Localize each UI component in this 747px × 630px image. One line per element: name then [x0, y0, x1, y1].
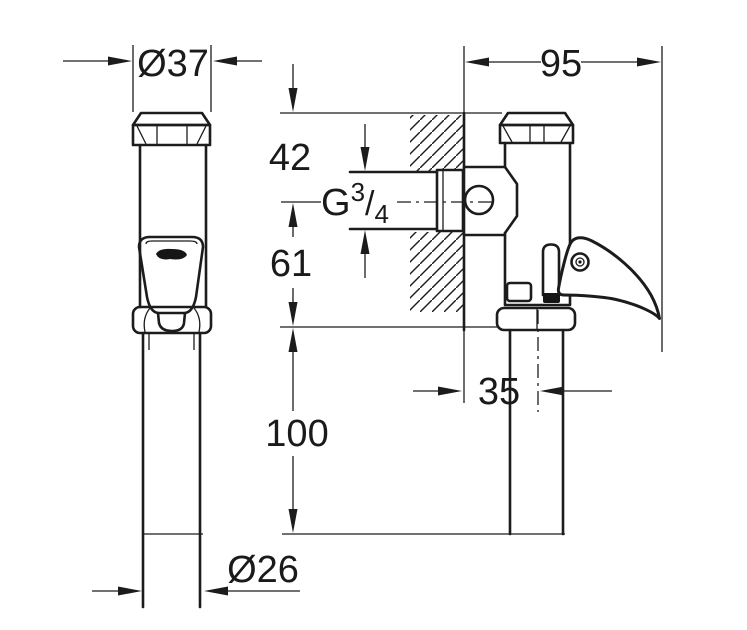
front-view	[131, 111, 213, 609]
wall-section	[410, 111, 466, 332]
arrow-up-icon	[288, 328, 298, 352]
wall-hatch-upper	[410, 115, 464, 172]
lever-screw-center	[578, 260, 582, 264]
side-cap-facets	[502, 125, 571, 143]
dim-cap-diameter-label: Ø37	[137, 43, 209, 85]
dim-inlet-to-base-label: 61	[270, 243, 312, 285]
stop-screw-detail	[505, 281, 533, 303]
wall-hatch-lower	[410, 232, 464, 312]
brand-logo-mark	[156, 248, 187, 260]
front-base-nut-facets	[143, 307, 201, 333]
front-push-plate-inner	[145, 240, 198, 245]
inlet-pipe	[348, 170, 439, 231]
side-body	[503, 141, 572, 307]
front-cap-band	[131, 123, 212, 147]
front-flush-pipe-inner	[148, 333, 195, 350]
side-cap-band	[498, 123, 575, 145]
side-base-nut	[495, 306, 577, 332]
front-cap-top	[131, 111, 212, 127]
arrow-up-icon	[288, 203, 298, 227]
arrow-right-icon	[637, 57, 661, 67]
lever-pivot-slot	[543, 293, 560, 303]
front-base-nut	[131, 305, 213, 335]
arrow-down-icon	[288, 302, 298, 326]
arrow-up-icon	[360, 230, 370, 254]
arrow-down-icon	[288, 88, 298, 112]
side-cap-top	[498, 111, 575, 127]
front-plate-tongue	[156, 311, 187, 333]
arrow-right-icon	[118, 586, 142, 596]
dim-depth-label: 95	[540, 43, 582, 85]
front-cap-facets	[136, 125, 207, 145]
arrow-left-icon	[213, 56, 237, 66]
arrow-right-icon	[438, 386, 462, 396]
dim-top-to-inlet-label: 42	[269, 137, 311, 179]
front-flush-pipe	[141, 331, 202, 609]
arrow-left-icon	[465, 57, 489, 67]
side-view	[348, 111, 661, 536]
lever-mount-arm	[541, 243, 561, 297]
dim-thread-label: G3/4	[321, 177, 389, 229]
front-body	[138, 143, 208, 309]
flush-lever	[556, 236, 661, 320]
arrow-right-icon	[108, 56, 132, 66]
ext-cap-diameter	[132, 45, 212, 112]
arrow-left-icon	[204, 586, 228, 596]
dim-pipe-length-label: 100	[265, 413, 328, 455]
dim-offset-label: 35	[478, 371, 520, 413]
arrow-left-icon	[540, 386, 564, 396]
inlet-nut	[435, 168, 465, 233]
inlet-flange	[462, 165, 519, 237]
arrow-down-icon	[360, 147, 370, 171]
inlet-port-circle	[463, 184, 495, 216]
side-flush-pipe	[508, 328, 565, 536]
dim-pipe-diameter-label: Ø26	[227, 549, 299, 591]
dimensions: Ø37 95 42 61 G3/4 100 35 Ø26	[63, 43, 661, 596]
lever-screw-inner	[575, 257, 585, 267]
arrow-down-icon	[288, 509, 298, 533]
extension-lines	[132, 45, 663, 535]
front-push-plate	[137, 235, 205, 315]
